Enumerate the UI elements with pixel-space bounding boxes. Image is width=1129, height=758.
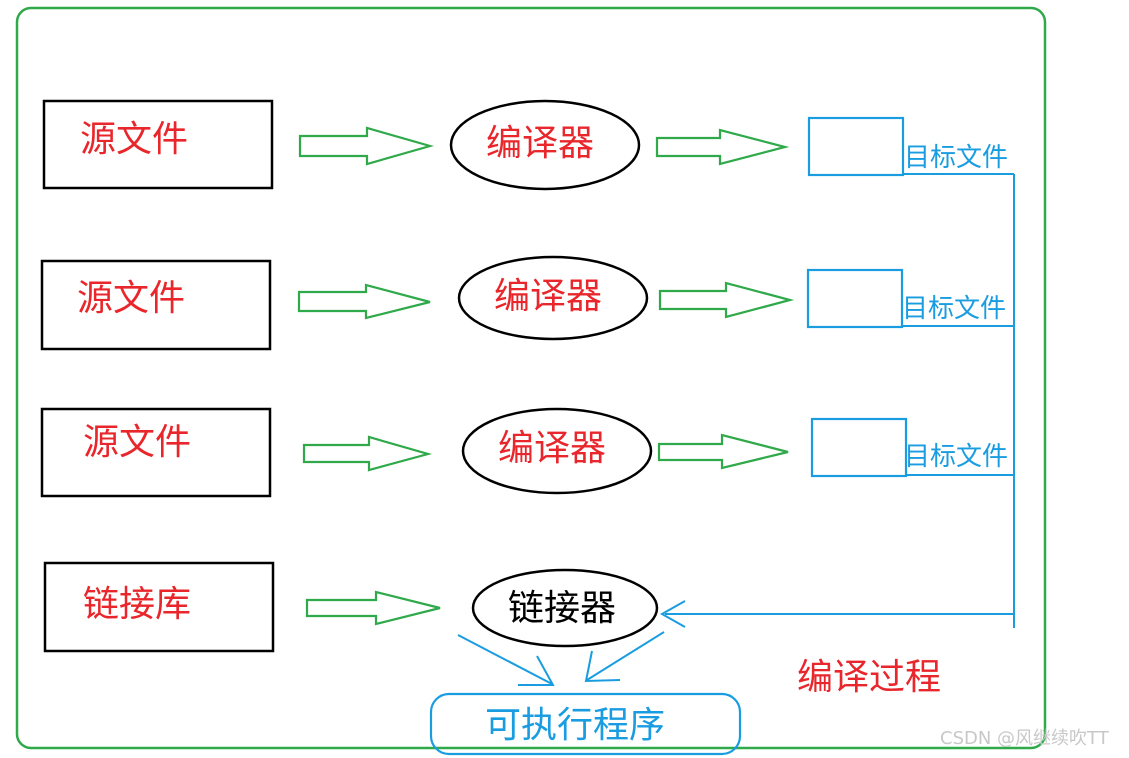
arrow-compiler-2 bbox=[658, 281, 795, 319]
outer-frame bbox=[15, 6, 1047, 750]
compiler-label-1: 编译器 bbox=[486, 123, 595, 164]
object-label-1: 目标文件 bbox=[904, 143, 1009, 173]
library-label: 链接库 bbox=[83, 584, 192, 625]
linker-ellipse bbox=[471, 568, 659, 648]
bus-arrowhead bbox=[659, 600, 686, 628]
object-box-2 bbox=[806, 268, 904, 329]
compiler-ellipse-1 bbox=[449, 99, 641, 191]
executable-label: 可执行程序 bbox=[485, 705, 666, 746]
diagram-title: 编译过程 bbox=[797, 657, 942, 698]
watermark: CSDN @风继续吹TT bbox=[940, 728, 1109, 749]
object-label-3: 目标文件 bbox=[904, 442, 1009, 472]
arrow-source-3 bbox=[302, 435, 433, 472]
compiler-ellipse-3 bbox=[461, 407, 653, 495]
arrow-library bbox=[305, 590, 441, 626]
compiler-ellipse-2 bbox=[457, 255, 649, 341]
linker-arrow-left-shaft bbox=[457, 634, 553, 685]
source-label-1: 源文件 bbox=[80, 119, 189, 160]
library-box bbox=[43, 561, 275, 653]
object-box-3 bbox=[810, 417, 908, 478]
compiler-label-3: 编译器 bbox=[498, 428, 607, 469]
linker-label: 链接器 bbox=[508, 588, 617, 629]
object-box-1 bbox=[807, 116, 905, 177]
arrow-compiler-3 bbox=[657, 433, 789, 470]
linker-arrow-left-head bbox=[518, 655, 555, 686]
source-box-1 bbox=[42, 99, 274, 190]
arrow-compiler-1 bbox=[655, 128, 790, 166]
executable-box bbox=[429, 692, 742, 756]
linker-arrow-right-head bbox=[584, 650, 621, 683]
source-box-2 bbox=[40, 259, 272, 351]
object-label-2: 目标文件 bbox=[902, 294, 1007, 324]
source-label-3: 源文件 bbox=[83, 422, 192, 463]
source-label-2: 源文件 bbox=[77, 278, 186, 319]
linker-arrow-right-shaft bbox=[586, 631, 665, 681]
source-box-3 bbox=[40, 407, 272, 498]
arrow-source-2 bbox=[297, 283, 431, 320]
arrow-source-1 bbox=[298, 126, 435, 166]
compiler-label-2: 编译器 bbox=[494, 276, 603, 317]
